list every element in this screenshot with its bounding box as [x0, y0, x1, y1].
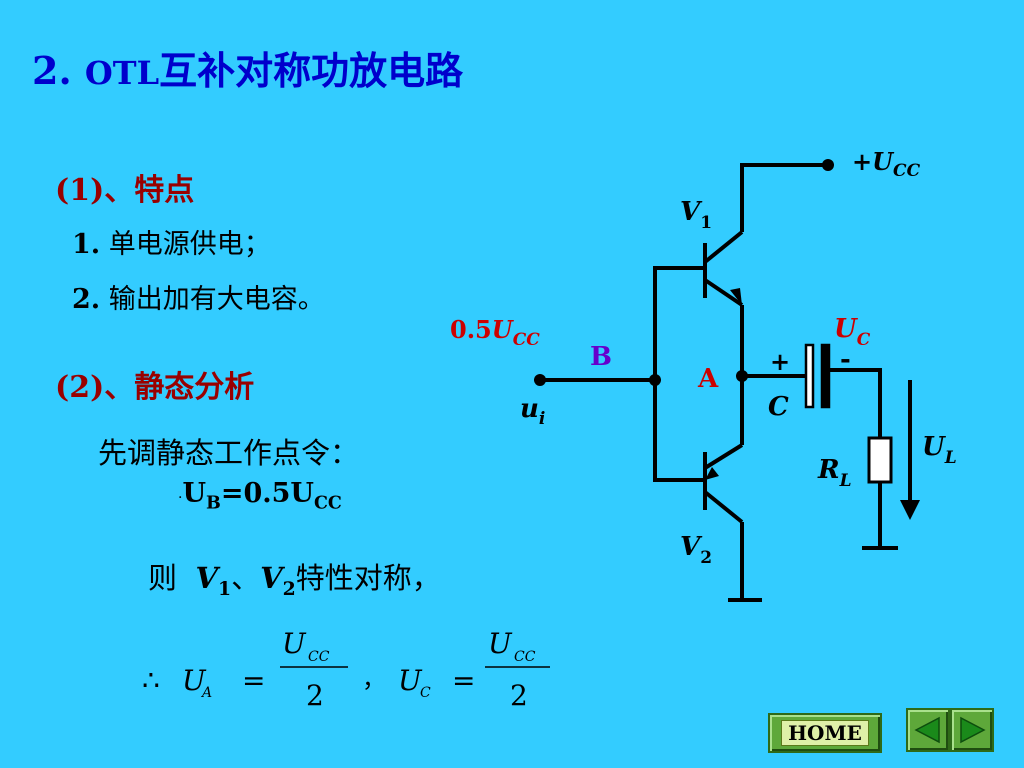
- formula-sub: A: [200, 685, 212, 701]
- feature-item: 2. 输出加有大电容。: [72, 277, 325, 316]
- section-number: (1): [55, 173, 105, 208]
- eq-sub-b: B: [206, 493, 221, 514]
- section-label: 、特点: [104, 173, 195, 208]
- formula-sub: CC: [514, 649, 536, 665]
- v-symbol: V: [260, 561, 283, 595]
- ub-equation: ·UB=0.5UCC: [178, 478, 342, 513]
- rl-label: RL: [817, 455, 852, 491]
- title-number: 2.: [32, 48, 85, 93]
- node-b-label: B: [590, 342, 612, 372]
- v-sub: 1: [217, 577, 232, 600]
- capacitor-plate-left: [804, 343, 815, 409]
- symmetry-statement: 则 V1、V2特性对称，: [148, 555, 441, 600]
- eq-u: U: [182, 478, 206, 509]
- title-text: 互补对称功放电路: [159, 48, 464, 93]
- capacitor-label: C: [768, 392, 789, 422]
- bullet-dot: ·: [178, 490, 183, 506]
- cap-wire-right: [828, 368, 882, 438]
- cap-minus-label: -: [840, 345, 851, 375]
- separator: 、: [231, 561, 261, 595]
- formula-denominator: 2: [306, 679, 324, 712]
- v2-label: V2: [680, 532, 712, 568]
- home-button-label: HOME: [781, 720, 869, 746]
- arrow-left-icon: [914, 716, 940, 744]
- section-heading-static-analysis: (2)、静态分析: [55, 362, 254, 406]
- uc-label: UC: [834, 314, 871, 350]
- formula-equals: =: [242, 664, 265, 697]
- formula-u: U: [282, 627, 307, 660]
- formula-denominator: 2: [510, 679, 528, 712]
- vcc-label: +UCC: [852, 147, 921, 181]
- eq-value: =0.5U: [220, 478, 314, 509]
- step-text: 先调静态工作点令：: [98, 436, 360, 470]
- item-number: 1.: [72, 229, 101, 260]
- formula-sub: C: [420, 685, 431, 701]
- section-number: (2): [55, 370, 105, 405]
- node-a-label: A: [697, 364, 719, 394]
- item-number: 2.: [72, 284, 101, 315]
- v1-emitter: [703, 278, 744, 307]
- half-vcc-label: 0.5UCC: [450, 315, 540, 350]
- node-a-dot: [736, 370, 748, 382]
- item-text: 单电源供电；: [100, 229, 271, 260]
- home-button[interactable]: HOME: [768, 713, 882, 753]
- v1-label: V1: [680, 197, 712, 233]
- formula-comma: ，: [362, 665, 386, 693]
- v-sub: 2: [282, 577, 296, 600]
- cap-plus-label: +: [770, 347, 790, 376]
- formula: ∴ U A = U CC 2 ， U C = U CC 2: [142, 627, 550, 712]
- v2-emitter-arrow: [705, 467, 719, 480]
- page-title: 2. OTL互补对称功放电路: [32, 40, 463, 95]
- node-b-dot: [649, 374, 661, 386]
- therefore-symbol: ∴: [142, 664, 160, 697]
- section-heading-features: (1)、特点: [55, 165, 194, 209]
- then-word: 则: [148, 561, 178, 595]
- formula-u: U: [488, 627, 513, 660]
- v2-collector: [703, 490, 744, 524]
- feature-item: 1. 单电源供电；: [72, 222, 271, 261]
- eq-sub-cc: CC: [313, 493, 342, 514]
- ul-arrow-head: [900, 500, 920, 520]
- input-terminal: [534, 374, 546, 386]
- vcc-wire: [740, 163, 828, 232]
- item-text: 输出加有大电容。: [100, 284, 325, 315]
- formula-sub: CC: [308, 649, 330, 665]
- section-label: 、静态分析: [104, 370, 255, 405]
- ui-label: ui: [520, 394, 545, 429]
- prev-button[interactable]: [906, 708, 950, 752]
- title-otl: OTL: [84, 54, 160, 92]
- v-symbol: V: [195, 561, 218, 595]
- v2-emitter: [703, 443, 744, 470]
- capacitor-plate-right: [820, 343, 831, 409]
- ul-label: UL: [922, 432, 957, 468]
- formula-equals: =: [452, 664, 475, 697]
- vcc-terminal: [822, 159, 834, 171]
- formula-u: U: [182, 664, 207, 697]
- arrow-right-icon: [960, 716, 986, 744]
- formula-u: U: [398, 664, 423, 697]
- load-resistor: [867, 436, 893, 484]
- v1-emitter-arrow: [730, 288, 742, 305]
- then-text: 特性对称，: [295, 561, 441, 595]
- next-button[interactable]: [950, 708, 994, 752]
- v1-collector: [703, 230, 744, 264]
